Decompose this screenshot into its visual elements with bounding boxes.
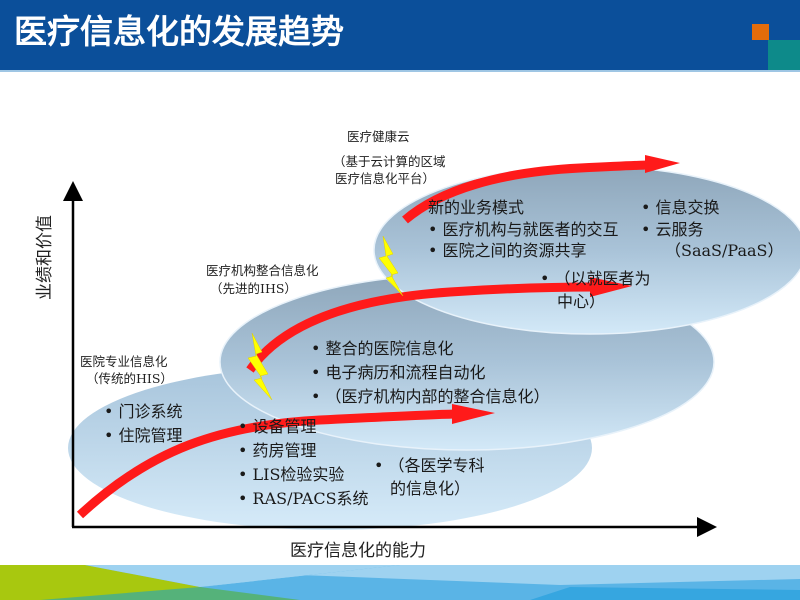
stage2-item: • 电子病历和流程自动化: [311, 363, 486, 382]
stage2-title: 医疗机构整合信息化: [206, 263, 319, 278]
slide-header: 医疗信息化的发展趋势: [0, 0, 800, 70]
header-divider: [0, 70, 800, 72]
decor-square-orange: [752, 24, 769, 40]
stage3-item: （SaaS/PaaS）: [665, 241, 784, 260]
growth-arrow-2: [246, 277, 632, 373]
growth-arrow-3: [402, 155, 680, 224]
stage3-item: • 医疗机构与就医者的交互: [428, 220, 619, 239]
stage3-item: • 信息交换: [641, 198, 720, 217]
stage1-item: • 住院管理: [104, 426, 183, 445]
stage1-item: • LIS检验实验: [238, 465, 345, 484]
stage1-title: 医院专业信息化: [80, 354, 168, 369]
stage2-subtitle: （先进的IHS）: [210, 281, 297, 296]
stage1-note: 的信息化）: [390, 479, 471, 498]
lightning-icon-1: [247, 332, 273, 401]
stage2-item: • 整合的医院信息化: [311, 339, 454, 358]
decor-square-teal: [768, 40, 800, 70]
stage1-item: • 药房管理: [238, 441, 317, 460]
slide-title: 医疗信息化的发展趋势: [14, 12, 344, 51]
stage1-subtitle: （传统的HIS）: [86, 371, 173, 386]
stage3-heading: 新的业务模式: [428, 198, 525, 217]
stage1-note: • （各医学专科: [374, 456, 485, 475]
stage3-item: • 医院之间的资源共享: [428, 241, 587, 260]
stage3-subtitle: 医疗信息化平台）: [335, 171, 436, 186]
stage3-note: 中心）: [557, 292, 606, 311]
stage1-item: • 门诊系统: [104, 402, 183, 421]
y-axis-label: 业绩和价值: [35, 215, 55, 300]
lightning-icon-2: [378, 235, 404, 297]
stage3-title: 医疗健康云: [347, 129, 410, 144]
stage1-item: • 设备管理: [238, 417, 317, 436]
growth-arrow-1: [76, 404, 495, 519]
footer-band: [0, 565, 800, 600]
stage3-note: • （以就医者为: [540, 269, 651, 288]
stage2-item: • （医疗机构内部的整合信息化）: [311, 387, 550, 406]
stage3-subtitle: （基于云计算的区域: [333, 154, 446, 169]
stage1-item: • RAS/PACS系统: [238, 489, 369, 508]
x-axis-label: 医疗信息化的能力: [290, 541, 426, 561]
stage3-item: • 云服务: [641, 220, 704, 239]
